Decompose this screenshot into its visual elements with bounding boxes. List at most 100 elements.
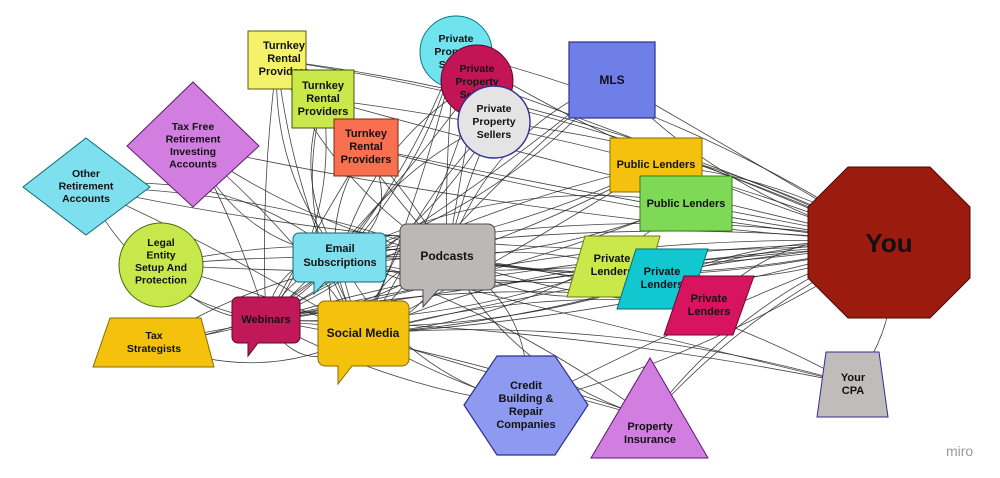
private-lenders-1-label-line2: Lenders (591, 266, 634, 278)
property-insurance-shape (590, 357, 709, 459)
credit-label-line1: Credit (510, 380, 542, 392)
node-webinars[interactable]: Webinars (231, 296, 301, 358)
node-public-lenders-2[interactable]: Public Lenders (639, 175, 733, 232)
property-insurance-label-line1: Property (627, 421, 673, 433)
private-sellers-2-label-line2: Property (455, 76, 498, 88)
private-lenders-3-label-line1: Private (691, 293, 728, 305)
legal-entity-label-line2: Entity (146, 250, 175, 262)
turnkey-2-label-line3: Providers (298, 106, 349, 118)
node-you[interactable]: You (807, 166, 971, 319)
turnkey-3-shape (333, 118, 399, 177)
you-shape (807, 166, 971, 319)
private-lenders-2-label-line1: Private (644, 266, 681, 278)
turnkey-3-label-line2: Rental (349, 141, 383, 153)
private-sellers-3-shape (457, 85, 531, 159)
connector-web-tk1-111 (264, 59, 280, 321)
podcasts-shape (399, 223, 496, 309)
turnkey-3-label-line3: Providers (341, 154, 392, 166)
cpa-label-line1: Your (841, 372, 866, 384)
other-retirement-label-line3: Accounts (62, 193, 110, 205)
email-shape (292, 232, 387, 296)
tax-strategists-label-line2: Strategists (127, 343, 181, 355)
credit-label-line3: Repair (509, 406, 544, 418)
connector-web-ps3-110 (265, 121, 495, 321)
private-sellers-3-label-line1: Private (476, 103, 511, 115)
turnkey-2-label-line2: Rental (306, 93, 340, 105)
turnkey-2-label-line1: Turnkey (302, 80, 345, 92)
tax-free-shape (126, 81, 260, 208)
turnkey-3-label-line1: Turnkey (345, 128, 388, 140)
cpa-label-line2: CPA (842, 385, 864, 397)
other-retirement-label-line2: Retirement (59, 181, 114, 193)
turnkey-1-label-line1: Turnkey (263, 40, 306, 52)
legal-entity-label-line3: Setup And (135, 262, 187, 274)
node-social-media[interactable]: Social Media (317, 300, 410, 386)
private-lenders-1-label-line1: Private (594, 253, 631, 265)
turnkey-2-shape (291, 69, 355, 129)
legal-entity-label-line4: Protection (135, 275, 187, 287)
social-media-shape (317, 300, 410, 386)
other-retirement-label-line1: Other (72, 168, 100, 180)
tax-strategists-shape (92, 317, 215, 368)
connector-web-you-101 (265, 238, 890, 321)
turnkey-1-label-line2: Rental (267, 53, 301, 65)
connector-you-tk2-15 (322, 97, 890, 243)
email-label-line1: Email (325, 243, 354, 255)
private-sellers-3-label-line3: Sellers (477, 129, 512, 141)
private-sellers-1-label-line1: Private (438, 33, 473, 45)
legal-entity-shape (118, 222, 204, 308)
miro-watermark: miro (946, 443, 973, 459)
connector-you-tk1-13 (276, 57, 890, 243)
connector-you-tk2-16 (322, 96, 890, 243)
legal-entity-label-line1: Legal (147, 237, 175, 249)
connector-social-pub2-58 (362, 202, 687, 335)
you-label: You (865, 228, 912, 258)
connector-social-cpa-77 (362, 329, 854, 386)
tax-free-label-line1: Tax Free (172, 121, 215, 133)
tax-strategists-label-line1: Tax (145, 330, 162, 342)
tax-free-label-line2: Retirement (166, 134, 221, 146)
private-lenders-2-label-line2: Lenders (641, 279, 684, 291)
public-lenders-1-label: Public Lenders (617, 159, 696, 171)
node-mls[interactable]: MLS (568, 41, 656, 119)
property-insurance-label-line2: Insurance (624, 434, 676, 446)
public-lenders-2-shape (639, 175, 733, 232)
tax-free-label-line4: Accounts (169, 159, 217, 171)
connector-web-ps2-109 (265, 80, 478, 321)
private-sellers-2-label-line1: Private (459, 63, 494, 75)
credit-label-line4: Companies (496, 419, 555, 431)
mls-shape (568, 41, 656, 119)
tax-free-label-line3: Investing (170, 146, 216, 158)
private-lenders-3-shape (663, 275, 755, 336)
connector-you-taxfree-19 (192, 143, 890, 243)
node-podcasts[interactable]: Podcasts (399, 223, 496, 309)
podcasts-label: Podcasts (420, 249, 474, 263)
